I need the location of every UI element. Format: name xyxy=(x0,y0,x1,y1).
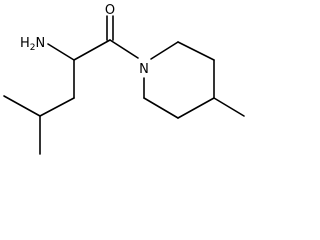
molecule-structure-diagram: H2N O N xyxy=(3,3,245,155)
bond-c4-methyl-a xyxy=(3,95,41,117)
carbonyl-oxygen-label: O xyxy=(105,3,115,18)
bond-ring-c2a-c3a xyxy=(177,41,215,61)
bond-c2-nh2 xyxy=(47,43,75,61)
bond-ring-c3b-c2b xyxy=(143,97,179,119)
bond-c1-n xyxy=(109,39,139,59)
bond-ring-n-c2a xyxy=(150,41,179,60)
bond-c2-c1 xyxy=(73,39,111,61)
bond-c4-methyl xyxy=(213,97,245,117)
ring-nitrogen-label: N xyxy=(139,62,149,77)
bond-c3-c4 xyxy=(39,97,75,117)
bond-ring-c4-c3b xyxy=(177,97,215,119)
amine-label: H2N xyxy=(20,36,45,53)
